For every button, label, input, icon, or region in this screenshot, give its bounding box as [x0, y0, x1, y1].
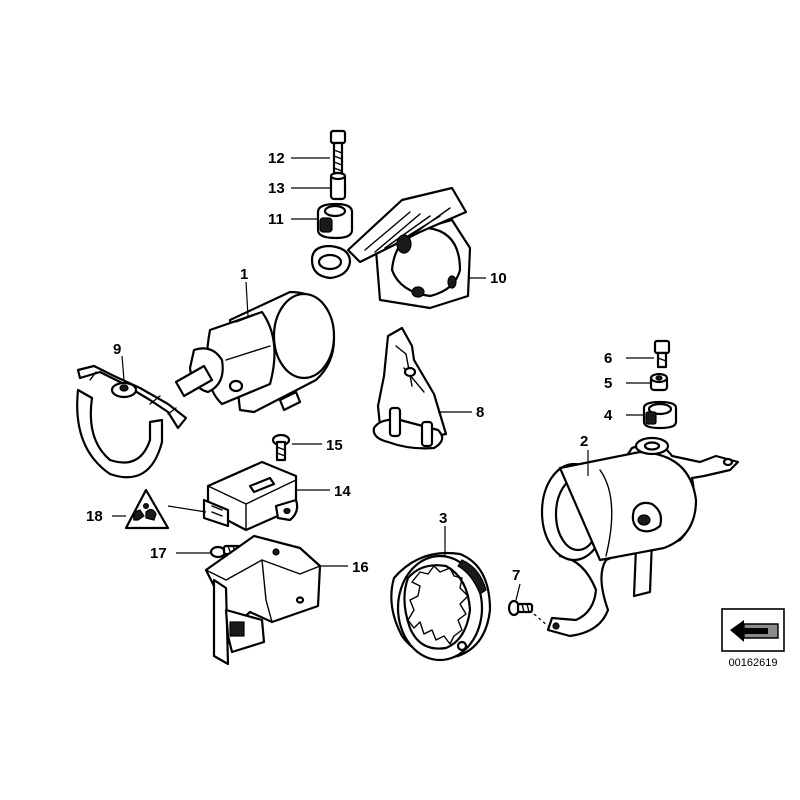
part-14-sensor	[202, 460, 299, 532]
callout-16: 16	[352, 559, 369, 576]
arrow-stamp-icon	[721, 608, 785, 652]
part-18-warning-label	[124, 488, 170, 530]
part-10-bracket	[310, 186, 472, 310]
callout-8: 8	[476, 404, 484, 421]
part-12-bolt	[329, 129, 347, 175]
callout-11: 11	[268, 211, 284, 228]
callout-12: 12	[268, 150, 285, 167]
diagram-code: 00162619	[729, 657, 778, 669]
callout-15: 15	[326, 437, 343, 454]
callout-1: 1	[240, 266, 248, 283]
part-13-sleeve	[329, 171, 347, 201]
part-2-carrier-bracket	[540, 436, 740, 638]
part-15-screw	[271, 433, 291, 462]
callout-7: 7	[512, 567, 520, 584]
callout-9: 9	[113, 341, 121, 358]
callout-5: 5	[604, 375, 612, 392]
callout-2: 2	[580, 433, 588, 450]
part-9-mounting-strap	[76, 364, 188, 479]
callout-4: 4	[604, 407, 613, 424]
part-11-rubber-mount	[316, 202, 354, 240]
callout-18: 18	[86, 508, 103, 525]
callout-3: 3	[439, 510, 447, 527]
part-5-sleeve	[649, 372, 669, 392]
callout-13: 13	[268, 180, 285, 197]
part-3-gear-ring	[390, 552, 492, 662]
part-7-screw	[507, 599, 534, 617]
callout-10: 10	[490, 270, 507, 287]
warning-triangle-icon	[133, 503, 157, 521]
part-8-bracket	[372, 326, 448, 450]
callout-17: 17	[150, 545, 167, 562]
part-1-actuator-motor	[174, 290, 336, 414]
part-16-bracket	[204, 534, 322, 666]
part-6-bolt	[653, 339, 671, 369]
part-4-rubber-mount	[642, 400, 678, 430]
callout-14: 14	[334, 483, 351, 500]
callout-6: 6	[604, 350, 612, 367]
